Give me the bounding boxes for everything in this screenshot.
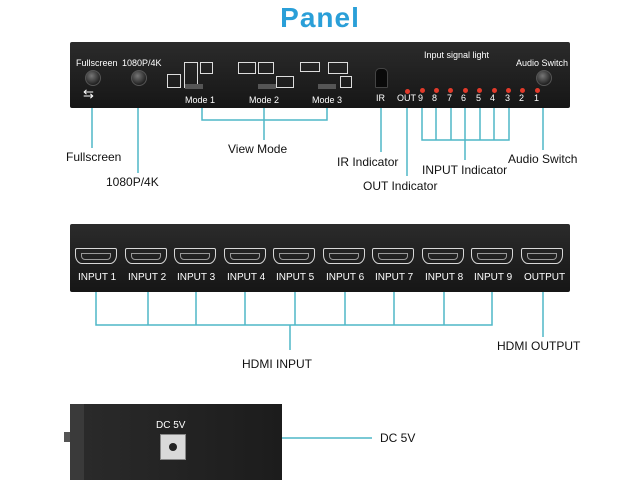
front-panel <box>70 42 570 108</box>
port-label-input-5: INPUT 5 <box>276 272 315 283</box>
mode1-label: Mode 1 <box>185 95 216 105</box>
mode3-label: Mode 3 <box>312 95 343 105</box>
input-led-4 <box>492 88 497 93</box>
callout-hdmi-output: HDMI OUTPUT <box>497 339 581 353</box>
side-panel-edge <box>70 404 84 480</box>
hdmi-port-input-3 <box>174 248 216 264</box>
out-led <box>405 89 410 94</box>
callout-out-indicator: OUT Indicator <box>363 179 438 193</box>
rear-panel <box>70 224 570 292</box>
rotate-arrows-icon: ⇆ <box>83 86 94 101</box>
input-led-8 <box>434 88 439 93</box>
callout-hdmi-input: HDMI INPUT <box>242 357 312 371</box>
out-label: OUT <box>397 93 416 103</box>
port-label-output: OUTPUT <box>524 272 566 283</box>
led-label-7: 7 <box>447 93 453 103</box>
hdmi-port-input-1 <box>75 248 117 264</box>
hdmi-port-input-2 <box>125 248 167 264</box>
audio-switch-button[interactable] <box>536 70 552 86</box>
fullscreen-button[interactable] <box>85 70 101 86</box>
audio-switch-label: Audio Switch <box>516 58 569 68</box>
port-label-input-3: INPUT 3 <box>177 272 216 283</box>
port-label-input-8: INPUT 8 <box>425 272 464 283</box>
dc-jack-pin <box>169 443 177 451</box>
mode2-switch[interactable] <box>258 84 276 89</box>
led-label-6: 6 <box>461 93 467 103</box>
port-label-input-7: INPUT 7 <box>375 272 414 283</box>
callout-view-mode: View Mode <box>228 142 288 156</box>
mode3-layout-icon <box>300 62 352 90</box>
hdmi-port-input-7 <box>372 248 414 264</box>
led-label-4: 4 <box>490 93 496 103</box>
input-led-3 <box>506 88 511 93</box>
callout-audio-switch: Audio Switch <box>508 152 578 166</box>
fullscreen-label: Fullscreen <box>76 58 118 68</box>
mode1-switch[interactable] <box>185 84 203 89</box>
input-led-5 <box>477 88 482 93</box>
led-label-8: 8 <box>432 93 438 103</box>
side-screw <box>64 432 70 442</box>
hdmi-port-input-5 <box>273 248 315 264</box>
callout-resolution: 1080P/4K <box>106 175 159 189</box>
hdmi-port-input-4 <box>224 248 266 264</box>
hdmi-port-input-8 <box>422 248 464 264</box>
port-label-input-2: INPUT 2 <box>128 272 167 283</box>
ir-sensor <box>375 68 388 88</box>
dc-power-jack <box>160 434 186 460</box>
port-label-input-6: INPUT 6 <box>326 272 365 283</box>
callout-dc: DC 5V <box>380 431 416 445</box>
led-label-3: 3 <box>505 93 511 103</box>
hdmi-port-input-6 <box>323 248 365 264</box>
page-title: Panel <box>280 2 360 33</box>
port-label-input-1: INPUT 1 <box>78 272 117 283</box>
input-led-6 <box>463 88 468 93</box>
port-label-input-4: INPUT 4 <box>227 272 266 283</box>
led-label-2: 2 <box>519 93 525 103</box>
led-label-9: 9 <box>418 93 424 103</box>
led-label-1: 1 <box>534 93 540 103</box>
resolution-button[interactable] <box>131 70 147 86</box>
resolution-label: 1080P/4K <box>122 58 162 68</box>
input-led-2 <box>520 88 525 93</box>
ir-label: IR <box>376 93 385 103</box>
callout-fullscreen: Fullscreen <box>66 150 122 164</box>
input-led-7 <box>448 88 453 93</box>
hdmi-port-input-9 <box>471 248 513 264</box>
input-led-1 <box>535 88 540 93</box>
input-led-9 <box>420 88 425 93</box>
mode2-label: Mode 2 <box>249 95 280 105</box>
hdmi-port-output <box>521 248 563 264</box>
dc-label: DC 5V <box>156 420 186 431</box>
callout-input-indicator: INPUT Indicator <box>422 163 508 177</box>
callout-ir-indicator: IR Indicator <box>337 155 399 169</box>
led-label-5: 5 <box>476 93 482 103</box>
port-label-input-9: INPUT 9 <box>474 272 513 283</box>
mode3-switch[interactable] <box>318 84 336 89</box>
input-signal-light-label: Input signal light <box>424 50 490 60</box>
mode2-layout-icon <box>238 62 294 90</box>
